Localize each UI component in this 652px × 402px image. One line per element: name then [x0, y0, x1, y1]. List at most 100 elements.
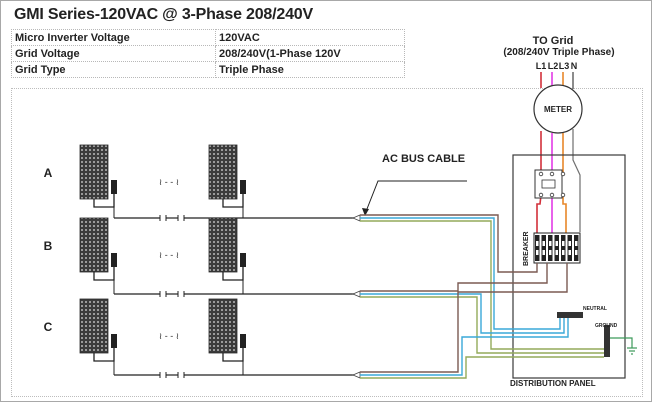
row-label: A — [44, 166, 53, 180]
wire-n-meter-out — [572, 129, 581, 232]
switch-terminal — [560, 171, 566, 177]
line-label-l1: L1 — [536, 61, 547, 71]
ac-bus-label: AC BUS CABLE — [382, 153, 465, 165]
spec-row: Grid Type Triple Phase — [11, 61, 405, 78]
dc-lead — [93, 348, 115, 362]
main-switch-lever — [541, 179, 556, 189]
line-label-l2: L2 — [548, 61, 559, 71]
dc-lead — [93, 267, 115, 281]
breaker-block — [533, 232, 581, 264]
wire-l1-to-breaker — [536, 194, 542, 233]
breaker-pole — [574, 235, 579, 261]
breaker-switch — [575, 241, 578, 246]
breaker-switch — [549, 250, 552, 255]
continuation-symbol: ≀ - - ≀ — [159, 331, 179, 341]
breaker-switch — [536, 250, 539, 255]
micro-inverter — [240, 180, 246, 194]
breaker-switch — [542, 241, 545, 246]
solar-panel — [79, 217, 109, 273]
breaker-switch — [562, 250, 565, 255]
diagram-area-border — [11, 88, 643, 397]
breaker-switch — [562, 241, 565, 246]
breaker-pole — [548, 235, 553, 261]
row-b-ground — [360, 296, 604, 354]
spec-label: Grid Type — [11, 61, 216, 78]
bus-wires — [360, 214, 637, 379]
ac-bus-pointer — [364, 180, 467, 215]
row-a: A ≀ - - ≀ — [44, 144, 361, 222]
line-label-n: N — [571, 61, 578, 71]
breaker-switch — [568, 250, 571, 255]
cable-split — [351, 214, 361, 222]
breaker-switch — [536, 241, 539, 246]
breaker-switch — [542, 250, 545, 255]
panel-rows: A≀ - - ≀B≀ - - ≀C≀ - - ≀ — [44, 144, 361, 379]
meter-circle — [533, 84, 583, 134]
ac-bus-arrowhead — [362, 208, 369, 216]
switch-terminal — [538, 192, 544, 198]
ground-label: GROUND — [595, 323, 618, 329]
spec-row: Micro Inverter Voltage 120VAC — [11, 29, 405, 46]
breaker-switch — [549, 241, 552, 246]
switch-terminal — [549, 192, 555, 198]
row-c-line — [360, 263, 568, 373]
wire-l3-to-breaker — [562, 195, 567, 233]
row-a-ground — [360, 220, 604, 350]
neutral-label: NEUTRAL — [583, 306, 607, 312]
line-labels: L1 L2 L3 N — [536, 61, 578, 71]
distribution-panel — [512, 154, 626, 379]
neutral-bar — [557, 312, 583, 318]
switch-terminal — [538, 171, 544, 177]
breaker-switch — [555, 250, 558, 255]
breaker-pole — [554, 235, 559, 261]
breaker-switch — [575, 250, 578, 255]
row-b-line — [360, 263, 548, 292]
continuation-symbol: ≀ - - ≀ — [159, 177, 179, 187]
row-label: C — [44, 320, 53, 334]
spec-value: 208/240V(1-Phase 120V — [215, 45, 405, 62]
grid-subtitle: (208/240V Triple Phase) — [503, 47, 614, 58]
row-c-neutral — [360, 318, 569, 376]
solar-panel — [208, 144, 238, 200]
ground-bar — [604, 325, 610, 357]
breaker-pole — [541, 235, 546, 261]
micro-inverter — [240, 253, 246, 267]
cable-split — [351, 290, 361, 298]
panel-label: DISTRIBUTION PANEL — [510, 379, 596, 388]
solar-panel — [79, 298, 109, 354]
dc-lead — [222, 267, 244, 281]
line-label-l3: L3 — [559, 61, 570, 71]
solar-panel — [208, 217, 238, 273]
dc-lead — [93, 194, 115, 208]
micro-inverter — [111, 334, 117, 348]
breaker-label: BREAKER — [523, 231, 530, 266]
micro-inverter — [111, 253, 117, 267]
breaker-switch — [568, 241, 571, 246]
solar-panel — [79, 144, 109, 200]
switch-terminal — [549, 171, 555, 177]
breaker-pole — [535, 235, 540, 261]
row-c-ground — [360, 356, 604, 379]
spec-row: Grid Voltage 208/240V(1-Phase 120V — [11, 45, 405, 62]
breaker-pole — [567, 235, 572, 261]
micro-inverter — [111, 180, 117, 194]
row-c: C ≀ - - ≀ — [44, 298, 361, 379]
meter-label: METER — [544, 105, 572, 114]
switch-terminals — [538, 171, 566, 198]
row-label: B — [44, 239, 53, 253]
spec-table: Micro Inverter Voltage 120VAC Grid Volta… — [11, 29, 405, 78]
grid-wires — [536, 72, 581, 233]
micro-inverter — [240, 334, 246, 348]
row-b-neutral — [360, 293, 565, 334]
earth-wire — [610, 337, 633, 348]
cable-split — [351, 371, 361, 379]
row-a-line — [360, 214, 538, 273]
dc-lead — [222, 348, 244, 362]
switch-terminal — [560, 192, 566, 198]
breaker-switch — [555, 241, 558, 246]
page-title: GMI Series-120VAC @ 3-Phase 208/240V — [14, 6, 313, 23]
spec-value: Triple Phase — [215, 61, 405, 78]
dc-lead — [222, 194, 244, 208]
grid-title: TO Grid — [533, 35, 574, 47]
